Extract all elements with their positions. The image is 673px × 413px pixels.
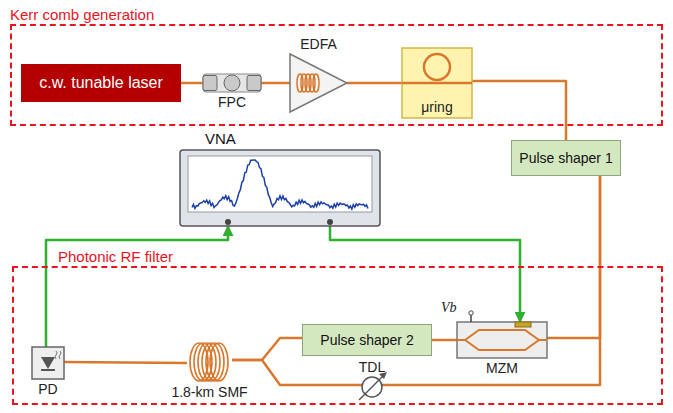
optical-fiber	[432, 339, 457, 342]
optical-fiber	[181, 82, 200, 85]
component-label: EDFA	[300, 36, 337, 52]
rf-cable	[330, 226, 520, 322]
optical-fiber	[264, 82, 290, 85]
polarization-controller: FPC	[200, 74, 264, 92]
optical-fiber	[64, 362, 187, 363]
photodetector-symbol-drawing	[32, 347, 64, 379]
polarization-controller-drawing	[200, 74, 264, 92]
optical-fiber	[232, 360, 362, 385]
component-label: c.w. tunable laser	[39, 74, 163, 92]
process-box: Pulse shaper 1	[511, 140, 620, 176]
component-label: PD	[38, 381, 57, 397]
delay-line-symbol: TDL	[362, 377, 382, 397]
photodetector-symbol: PD	[32, 347, 64, 379]
modulator-symbol-drawing	[457, 322, 547, 358]
analyzer-instrument: VNA	[180, 150, 380, 226]
component-label: 1.8-km SMF	[171, 384, 247, 400]
modulator-symbol: MZM	[457, 322, 547, 358]
optical-fiber	[472, 81, 566, 140]
region-box: Pulse shaper 2MZMTDL1.8-km SMFPDPhotonic…	[12, 266, 663, 405]
component-label: Pulse shaper 1	[519, 150, 612, 166]
process-box: Pulse shaper 2	[302, 324, 432, 356]
region-title: Photonic RF filter	[58, 248, 173, 265]
component-label: TDL	[359, 359, 385, 375]
microring-chip: μring	[402, 48, 472, 118]
component-label: VNA	[205, 130, 236, 147]
optical-fiber	[547, 176, 600, 338]
fiber-spool: 1.8-km SMF	[187, 342, 232, 382]
component-label: MZM	[486, 360, 518, 376]
region-title: Kerr comb generation	[10, 6, 154, 23]
component-label: FPC	[218, 94, 246, 110]
optical-fiber	[347, 82, 402, 85]
analyzer-instrument-drawing	[180, 150, 380, 226]
amplifier-symbol-drawing	[290, 54, 347, 112]
laser-box: c.w. tunable laser	[21, 64, 181, 102]
delay-line-symbol-drawing	[362, 377, 382, 397]
amplifier-symbol: EDFA	[290, 54, 347, 112]
region-box: c.w. tunable laserFPCEDFAμringKerr comb …	[10, 24, 663, 126]
bias-label: Vb	[441, 300, 457, 316]
component-label: μring	[421, 99, 452, 115]
rf-cable	[46, 226, 228, 347]
fiber-spool-drawing	[187, 342, 232, 382]
optical-fiber	[232, 338, 302, 360]
component-label: Pulse shaper 2	[320, 332, 413, 348]
